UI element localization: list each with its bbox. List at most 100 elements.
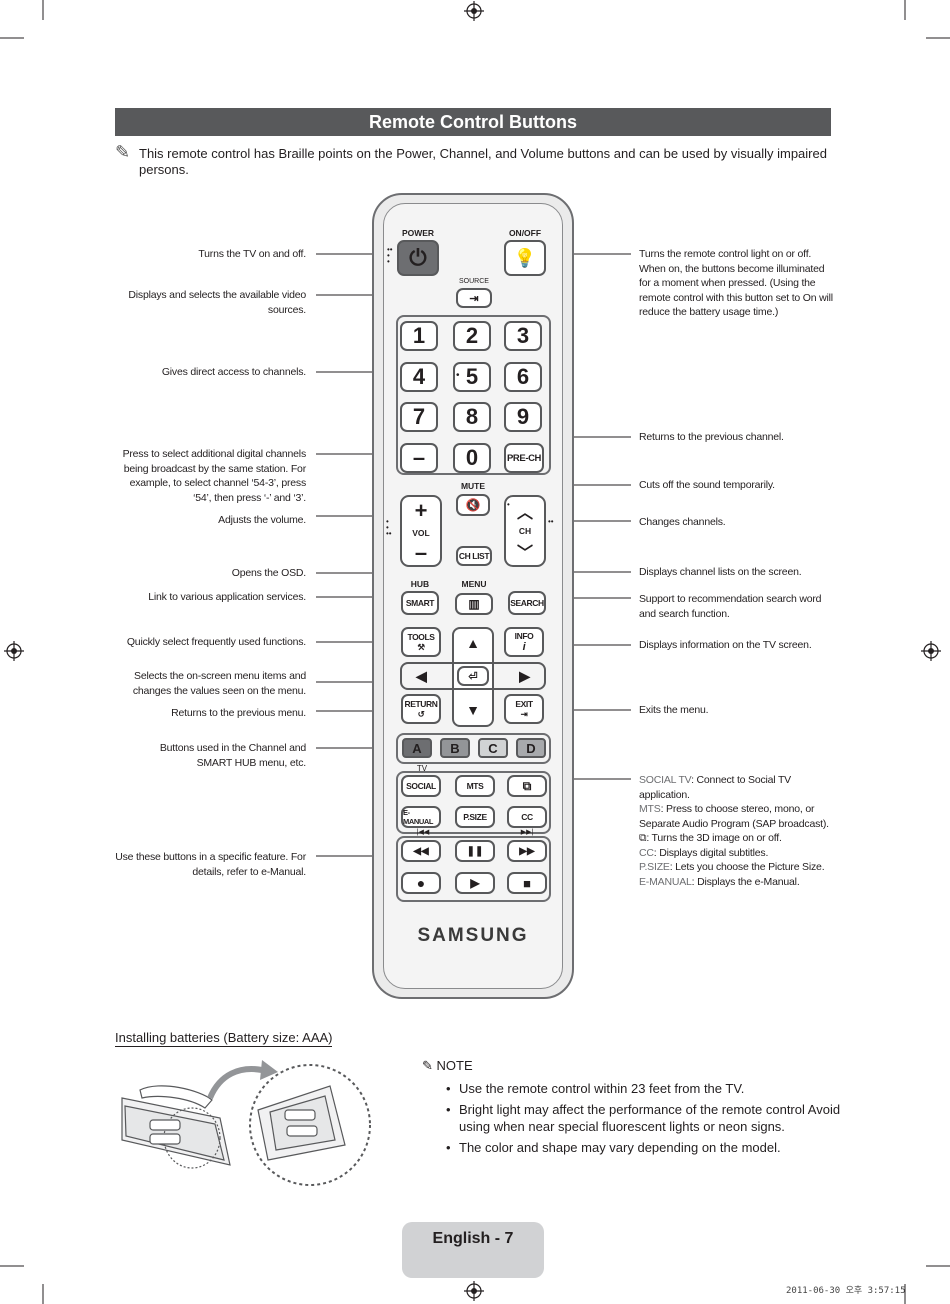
channel-up-icon[interactable]: ︿ [516,504,533,522]
volume-down[interactable]: – [414,540,428,565]
source-button[interactable]: ⇥ [456,288,492,308]
note-pencil-icon: ✎ [422,1058,437,1073]
skip-fwd-label: ▶▶| [520,829,534,836]
power-label: POWER [401,228,435,238]
chlist-button[interactable]: CH LIST [456,546,492,566]
annotation-dash: Press to select additional digital chann… [122,448,307,504]
num-2-button[interactable]: 2 [453,321,491,351]
num-9-button[interactable]: 9 [504,402,542,432]
annotation-channel: Changes channels. [639,516,726,528]
braille-ch-top: • [507,500,510,509]
annotation-volume: Adjusts the volume. [218,514,306,526]
num-7-button[interactable]: 7 [400,402,438,432]
info-icon: i [522,641,526,653]
feature-buttons-group [396,771,551,834]
prech-button[interactable]: PRE-CH [504,443,544,473]
note-item: Bright light may affect the performance … [446,1101,846,1135]
annotation-smart-hub: Link to various application services. [148,591,306,603]
mute-button[interactable]: 🔇 [456,494,490,516]
channel-rocker[interactable]: ︿ CH ﹀ [504,495,546,567]
annotation-search: Support to recommendation search word an… [639,593,822,620]
num-6-button[interactable]: 6 [504,362,542,392]
volume-up[interactable]: + [414,498,428,523]
mts-button[interactable]: MTS [455,775,495,797]
dpad-horizontal[interactable]: ◀▶ [400,662,546,690]
num-0-button[interactable]: 0 [453,443,491,473]
annotation-onoff: Turns the remote control light on or off… [639,248,833,318]
smart-hub-button[interactable]: SMART [401,591,439,615]
tools-icon: ⚒ [417,641,425,652]
a-button[interactable]: A [402,738,432,758]
annotation-source: Displays and selects the available video… [128,289,306,316]
right-arrow-icon[interactable]: ▶ [519,667,530,684]
ch-label: CH [518,525,532,536]
annotation-navigation: Selects the on-screen menu items and cha… [132,670,306,697]
annotation-prech: Returns to the previous channel. [639,431,784,443]
braille-power: •••• [387,245,393,266]
exit-button[interactable]: EXIT⇥ [504,694,544,724]
dpad-down-button[interactable]: ▼ [466,702,480,718]
psize-button[interactable]: P.SIZE [455,806,495,828]
page-number: English - 7 [402,1222,544,1278]
return-label: RETURN [404,698,438,709]
power-icon: ⏻ [409,245,427,270]
volume-rocker[interactable]: + VOL – [400,495,442,567]
menu-button[interactable]: ▥ [455,593,493,615]
d-button[interactable]: D [516,738,546,758]
mute-icon: 🔇 [465,498,481,512]
rewind-button[interactable]: ◀◀ [401,840,441,862]
annotation-return: Returns to the previous menu. [171,707,306,719]
b-button[interactable]: B [440,738,470,758]
braille-vol: •••• [386,517,392,538]
num-1-button[interactable]: 1 [400,321,438,351]
fast-forward-button[interactable]: ▶▶ [507,840,547,862]
cc-button[interactable]: CC [507,806,547,828]
onoff-label: ON/OFF [508,228,542,238]
tools-label: TOOLS [407,631,435,642]
tv-label: TV [416,764,428,773]
3d-button[interactable]: ⧉ [507,775,547,797]
enter-icon: ⏎ [468,670,478,683]
return-icon: ↺ [417,708,425,719]
annotation-numbers: Gives direct access to channels. [161,366,306,378]
exit-icon: ⇥ [520,708,528,719]
skip-back-label: |◀◀ [416,829,430,836]
num-3-button[interactable]: 3 [504,321,542,351]
annotation-menu: Opens the OSD. [231,567,306,579]
note-heading: ✎ NOTE [422,1058,473,1073]
annotation-power: Turns the TV on and off. [198,248,306,260]
search-button[interactable]: SEARCH [508,591,546,615]
left-arrow-icon[interactable]: ◀ [416,667,427,684]
enter-button[interactable]: ⏎ [457,666,489,686]
intro-note: ✎ This remote control has Braille points… [115,143,835,178]
battery-illustration-left [121,1085,231,1169]
3d-icon: ⧉ [522,778,532,793]
exit-label: EXIT [515,698,533,709]
record-button[interactable]: ● [401,872,441,894]
return-button[interactable]: RETURN↺ [401,694,441,724]
social-tv-button[interactable]: SOCIAL [401,775,441,797]
info-label: INFO [514,631,534,641]
emanual-button[interactable]: E-MANUAL [401,806,441,828]
note-item: The color and shape may vary depending o… [446,1139,846,1156]
dash-button[interactable]: – [400,443,438,473]
annotation-exit: Exits the menu. [639,704,709,716]
power-button[interactable]: ⏻ [397,240,439,276]
hub-label: HUB [410,579,430,589]
num-8-button[interactable]: 8 [453,402,491,432]
stop-button[interactable]: ■ [507,872,547,894]
source-label: SOURCE [459,278,489,285]
channel-down-icon[interactable]: ﹀ [516,545,533,563]
c-button[interactable]: C [478,738,508,758]
braille-5: • [456,370,460,381]
pause-button[interactable]: ❚❚ [455,840,495,862]
up-arrow-icon: ▲ [466,635,480,651]
light-onoff-button[interactable]: 💡 [504,240,546,276]
tools-button[interactable]: TOOLS⚒ [401,627,441,657]
vol-label: VOL [412,528,430,538]
num-5-button[interactable]: 5 [453,362,491,392]
play-button[interactable]: ▶ [455,872,495,894]
num-4-button[interactable]: 4 [400,362,438,392]
